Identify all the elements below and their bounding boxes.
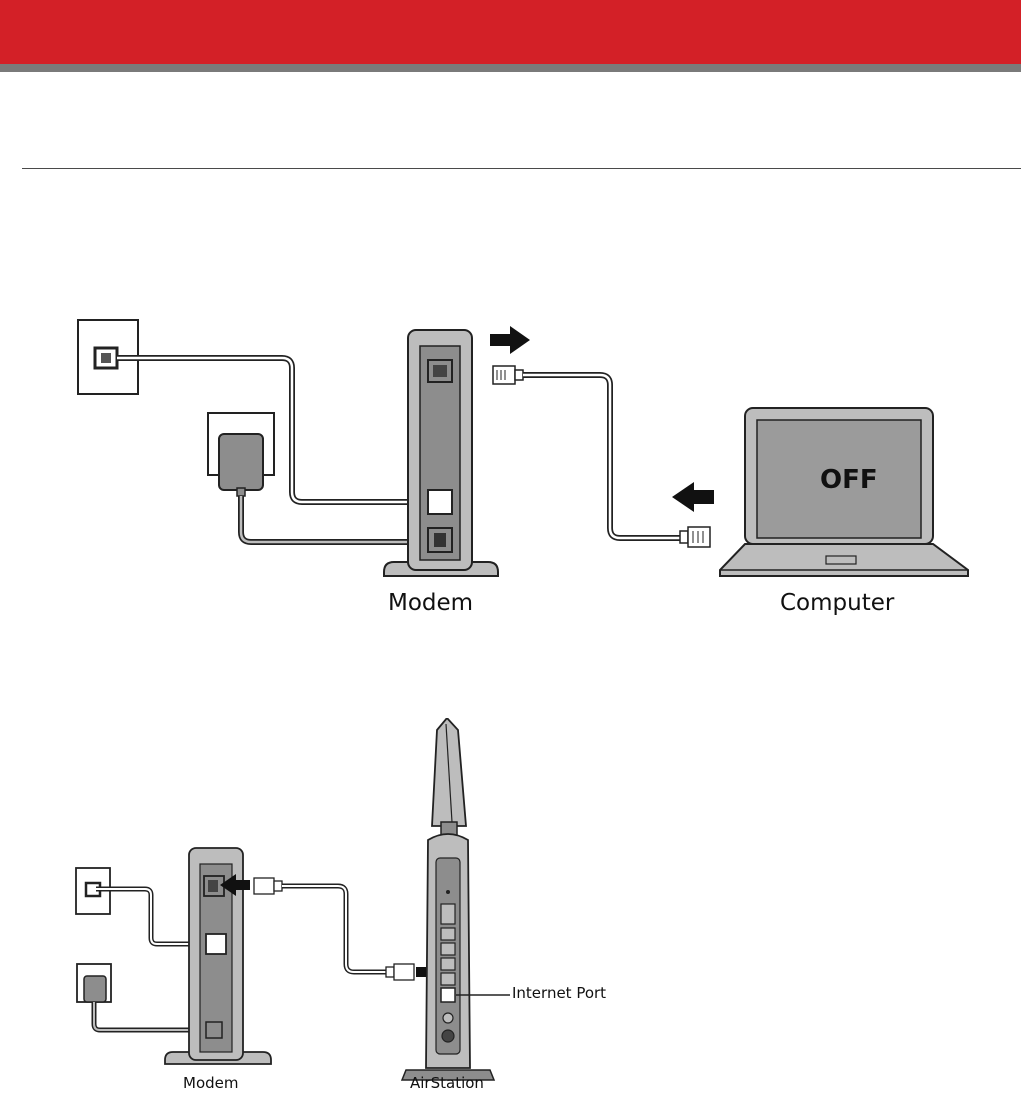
ethernet-cable	[282, 886, 392, 972]
diagram-bottom-svg	[0, 718, 1021, 1097]
modem-label: Modem	[388, 590, 473, 616]
power-outlet-icon	[208, 413, 274, 496]
header-band	[0, 0, 1021, 64]
phone-cable	[117, 358, 436, 502]
arrow-left-icon	[672, 482, 714, 512]
section-divider	[22, 168, 1021, 169]
ethernet-cable	[523, 375, 680, 538]
screen-off-text: OFF	[820, 465, 878, 495]
airstation-router	[402, 718, 494, 1080]
diagram-modem-computer: OFF Modem Computer	[0, 300, 1021, 630]
ethernet-plug-icon	[493, 366, 523, 384]
header-underline	[0, 64, 1021, 72]
diagram-modem-airstation: Internet Port Modem AirStation	[0, 718, 1021, 1097]
power-outlet-icon	[77, 964, 111, 1002]
airstation-label: AirStation	[410, 1074, 484, 1092]
ethernet-plug-icon	[386, 964, 414, 980]
modem-phone-port	[428, 490, 452, 514]
laptop-touchpad	[826, 556, 856, 564]
computer-label: Computer	[780, 590, 894, 616]
ethernet-plug-icon	[680, 527, 710, 547]
arrow-right-icon	[490, 326, 530, 354]
internet-port-label: Internet Port	[512, 984, 606, 1002]
ethernet-plug-icon	[254, 878, 282, 894]
airstation-internet-port	[441, 988, 455, 1002]
modem-label: Modem	[183, 1074, 238, 1092]
